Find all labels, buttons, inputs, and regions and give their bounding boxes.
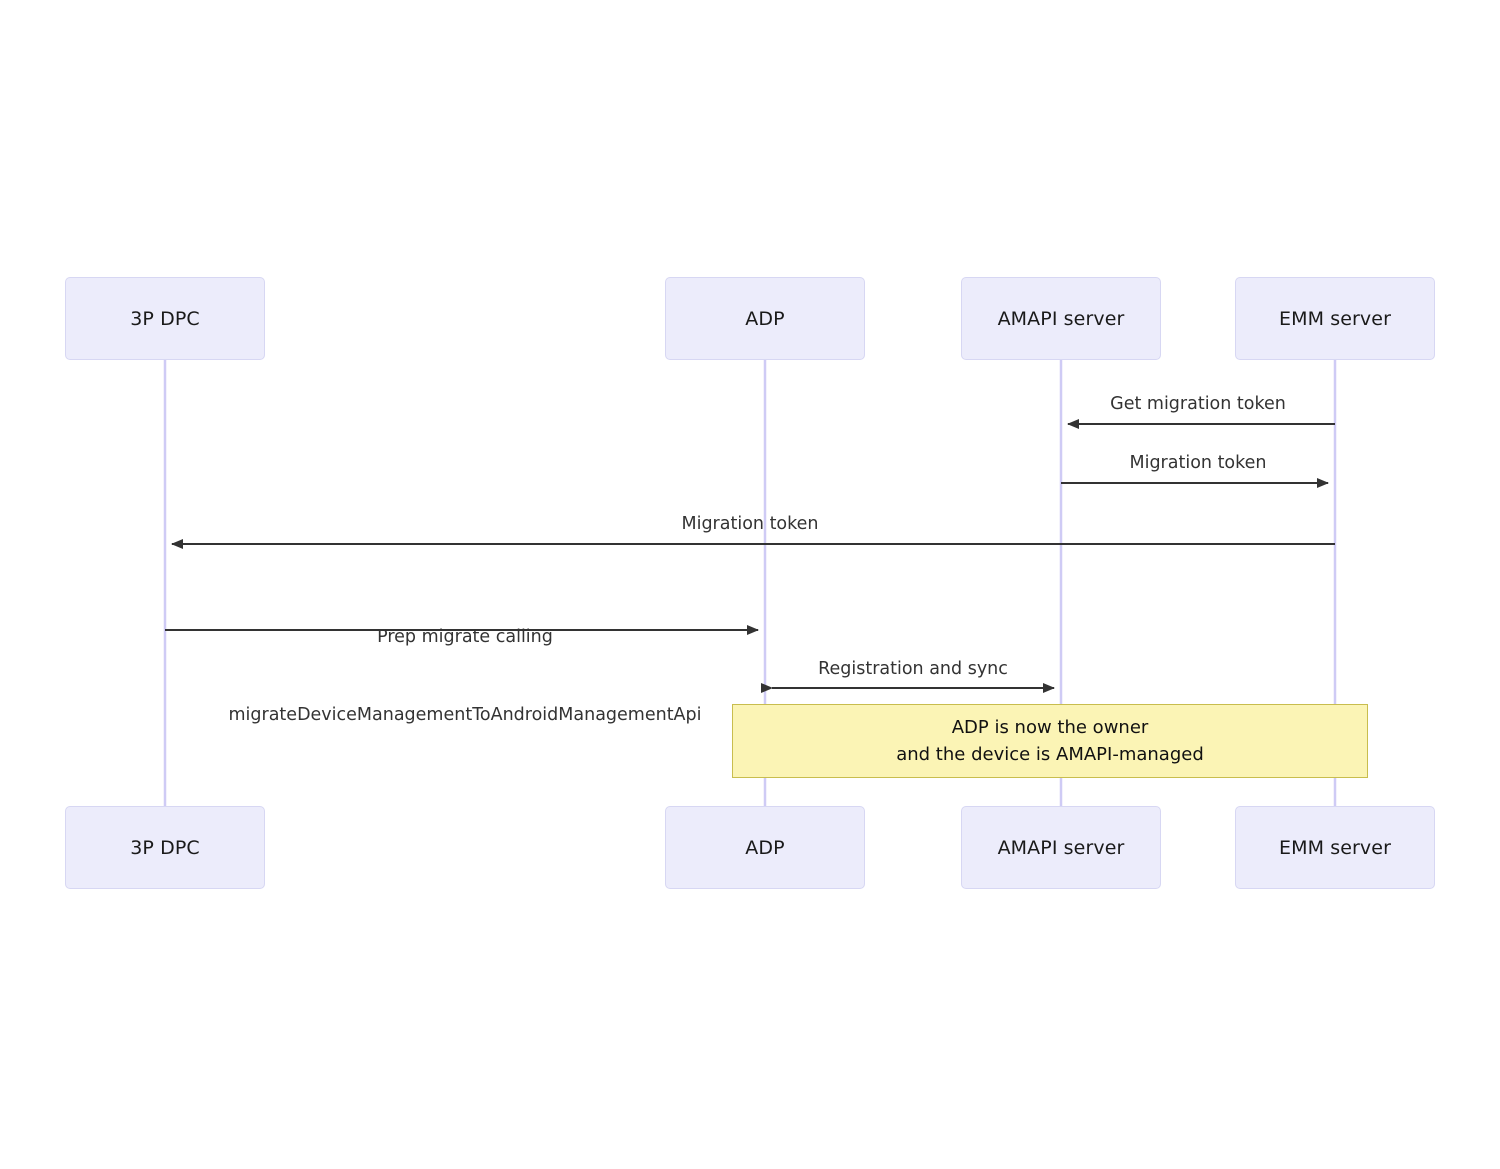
note-line-2: and the device is AMAPI-managed (896, 744, 1204, 765)
actor-box-bottom-amapi-server[interactable]: AMAPI server (961, 806, 1161, 889)
actor-label: ADP (745, 836, 785, 859)
message-arrows (165, 419, 1335, 693)
message-label-get-migration-token: Get migration token (1110, 394, 1286, 414)
actor-box-top-emm-server[interactable]: EMM server (1235, 277, 1435, 360)
actor-label: ADP (745, 307, 785, 330)
message-label-migration-token-emm-to-dpc: Migration token (681, 514, 819, 534)
actor-label: AMAPI server (997, 307, 1125, 330)
message-label-line-1: Prep migrate calling (377, 627, 553, 647)
message-label-migration-token-amapi-to-emm: Migration token (1129, 453, 1267, 473)
message-label-registration-and-sync: Registration and sync (818, 659, 1008, 679)
actor-box-bottom-3p-dpc[interactable]: 3P DPC (65, 806, 265, 889)
note-adp-owner: ADP is now the owner and the device is A… (732, 704, 1368, 778)
actor-label: EMM server (1279, 307, 1391, 330)
actor-box-top-amapi-server[interactable]: AMAPI server (961, 277, 1161, 360)
note-line-1: ADP is now the owner (951, 717, 1149, 738)
actor-label: EMM server (1279, 836, 1391, 859)
actor-box-top-3p-dpc[interactable]: 3P DPC (65, 277, 265, 360)
message-label-prep-migrate: Prep migrate calling migrateDeviceManage… (229, 572, 702, 780)
actor-label: AMAPI server (997, 836, 1125, 859)
actor-label: 3P DPC (130, 836, 200, 859)
actor-label: 3P DPC (130, 307, 200, 330)
actor-box-bottom-adp[interactable]: ADP (665, 806, 865, 889)
actor-box-top-adp[interactable]: ADP (665, 277, 865, 360)
actor-box-bottom-emm-server[interactable]: EMM server (1235, 806, 1435, 889)
message-label-line-2: migrateDeviceManagementToAndroidManageme… (228, 705, 702, 725)
